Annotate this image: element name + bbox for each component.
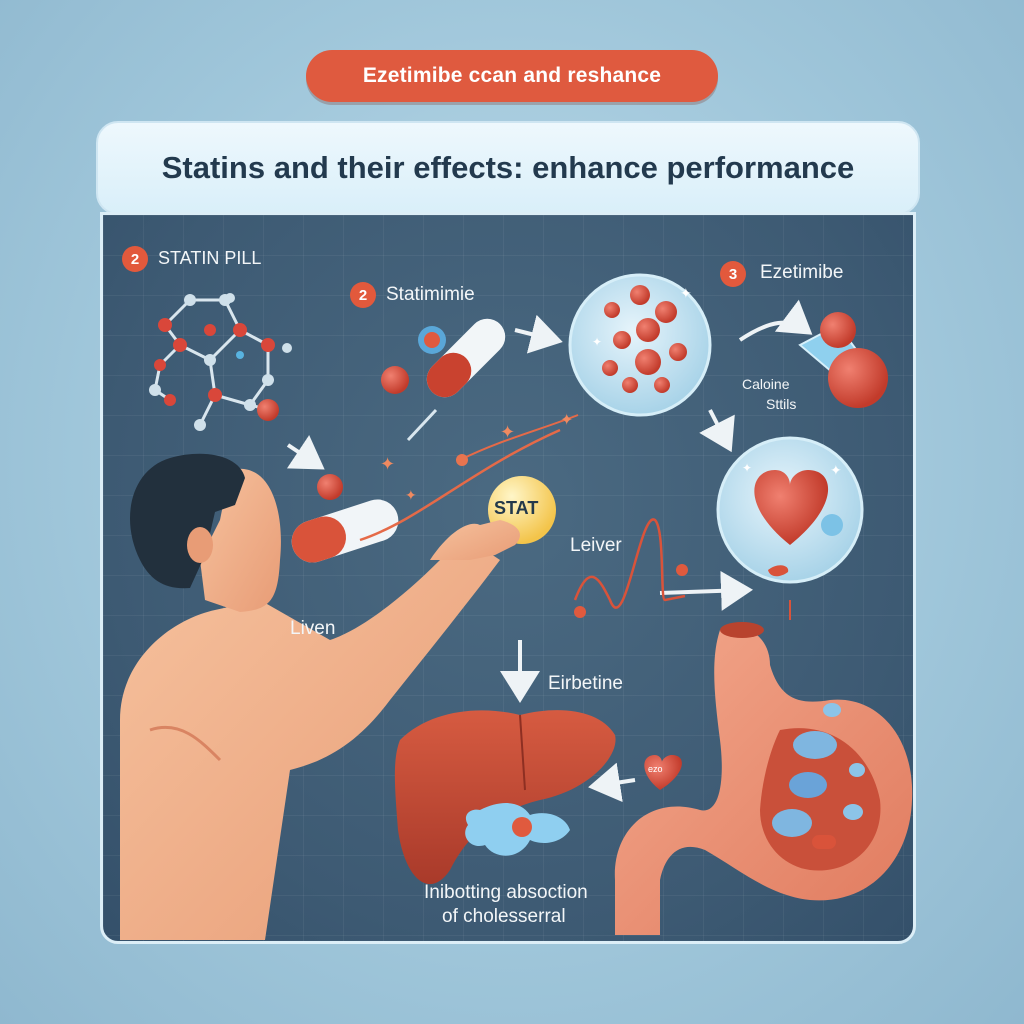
label-heart-small: ezo <box>648 764 663 774</box>
banner-text: Ezetimibe ccan and reshance <box>362 64 662 87</box>
step-number-badge: 3 <box>720 261 746 287</box>
label-liven: Liven <box>290 618 336 639</box>
label-statin-pill: STATIN PILL <box>158 248 262 268</box>
top-banner: Ezetimibe ccan and reshance <box>306 50 718 102</box>
svg-text:✦: ✦ <box>380 454 395 474</box>
enzyme-icon <box>465 803 570 856</box>
capsule-icon <box>381 318 506 442</box>
svg-text:✦: ✦ <box>560 412 573 429</box>
label-inhibiting-1: Inibotting absoction <box>424 882 588 903</box>
cholesterol-particles-bubble: ✦ ✦ <box>568 273 712 417</box>
ezetimibe-molecule-icon <box>798 312 888 408</box>
waveform-icon <box>573 518 791 620</box>
heart-bubble: ✦ ✦ <box>716 436 864 584</box>
svg-text:✦: ✦ <box>405 487 417 503</box>
svg-text:✦: ✦ <box>592 335 602 349</box>
stomach-organ <box>614 622 913 935</box>
liver-organ <box>394 710 616 885</box>
label-stat: STAT <box>494 498 539 518</box>
label-leiver: Leiver <box>570 535 622 556</box>
label-statimimie: Statimimie <box>386 284 475 305</box>
label-caloline-2: Sttils <box>766 396 797 412</box>
pill-capsule-icon <box>291 474 399 563</box>
arrow-icons <box>286 299 813 803</box>
svg-text:✦: ✦ <box>500 422 515 442</box>
sparkle-trail: ✦ ✦ ✦ ✦ <box>359 412 579 542</box>
molecule-icon <box>149 293 292 431</box>
label-caloline-1: Caloine <box>742 376 790 392</box>
person-figure <box>120 453 520 940</box>
page-title: Statins and their effects: enhance perfo… <box>161 150 855 185</box>
label-ezetimibe: Ezetimibe <box>760 262 844 283</box>
step-number-badge: 2 <box>350 282 376 308</box>
label-eirbetine: Eirbetine <box>548 673 623 694</box>
svg-text:✦: ✦ <box>742 461 752 475</box>
title-card: Statins and their effects: enhance perfo… <box>96 121 920 215</box>
step-number-badge: 2 <box>122 246 148 272</box>
label-inhibiting-2: of cholesserral <box>442 906 566 927</box>
svg-text:✦: ✦ <box>830 462 842 478</box>
svg-text:✦: ✦ <box>680 285 692 301</box>
small-heart-icon <box>644 755 682 790</box>
